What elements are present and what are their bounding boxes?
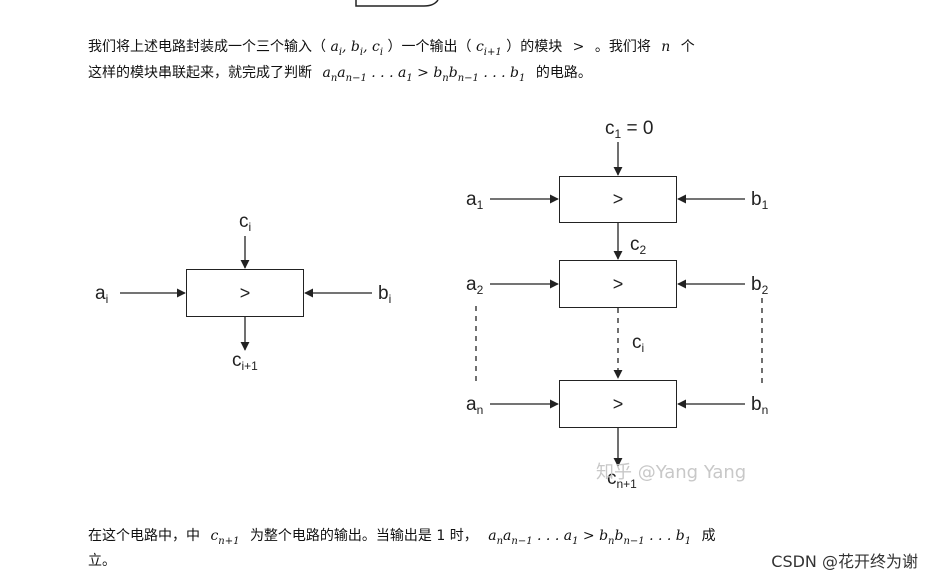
text-segment: 的电路。	[535, 65, 592, 81]
label-ai: ai	[95, 283, 109, 306]
label-bi: bi	[378, 283, 392, 306]
math-cn1: cn+1	[210, 528, 240, 547]
text-segment: 。我们将	[594, 39, 651, 55]
math-n: n	[661, 39, 671, 55]
text-segment: ）的模块	[506, 39, 563, 55]
label-b2: b2	[751, 274, 769, 297]
math-output: ci+1	[475, 39, 502, 58]
label-ci1: ci+1	[232, 350, 258, 373]
text-segment: 这样的模块串联起来，就完成了判断	[88, 65, 312, 81]
math-inputs: ai, bi, ci	[330, 39, 384, 58]
zhihu-watermark: 知乎 @Yang Yang	[596, 462, 747, 483]
text-segment: 我们将上述电路封装成一个三个输入（	[88, 39, 326, 55]
text-segment: 个	[680, 39, 695, 55]
label-cn1: cn+1	[607, 468, 637, 491]
math-comparison-2: anan−1 . . . a1 > bnbn−1 . . . b1	[488, 528, 692, 547]
text-segment: 在这个电路中，中	[88, 528, 200, 544]
paragraph-1-line-2: 这样的模块串联起来，就完成了判断 anan−1 . . . a1 > bnbn−…	[88, 61, 592, 91]
text-segment: 成	[701, 528, 716, 544]
label-c1: c1 = 0	[605, 118, 654, 141]
paragraph-1-line-1: 我们将上述电路封装成一个三个输入（ ai, bi, ci ）一个输出（ ci+1…	[88, 35, 695, 65]
math-comparison: anan−1 . . . a1 > bnbn−1 . . . b1	[322, 65, 526, 84]
module-single: >	[186, 269, 304, 317]
text-segment: 为整个电路的输出。当输出是 1 时，	[249, 528, 478, 544]
module-symbol: >	[239, 282, 251, 303]
paragraph-2-line-2: 立。	[88, 549, 116, 573]
module-chain-1: >	[559, 176, 677, 223]
text-segment: ）一个输出（	[387, 39, 472, 55]
top-partial-shape	[355, 0, 439, 7]
label-c2: c2	[630, 234, 647, 257]
label-an: an	[466, 394, 484, 417]
text-segment: 立。	[88, 553, 116, 569]
label-b1: b1	[751, 189, 769, 212]
label-a2: a2	[466, 274, 484, 297]
csdn-watermark: CSDN @花开终为谢	[771, 552, 918, 571]
module-chain-n: >	[559, 380, 677, 428]
label-a1: a1	[466, 189, 484, 212]
math-gt: >	[572, 39, 585, 55]
label-bn: bn	[751, 394, 769, 417]
paragraph-2-line-1: 在这个电路中，中 cn+1 为整个电路的输出。当输出是 1 时， anan−1 …	[88, 524, 716, 554]
label-ci: ci	[239, 211, 252, 234]
module-chain-2: >	[559, 260, 677, 308]
label-ci-chain: ci	[632, 332, 645, 355]
